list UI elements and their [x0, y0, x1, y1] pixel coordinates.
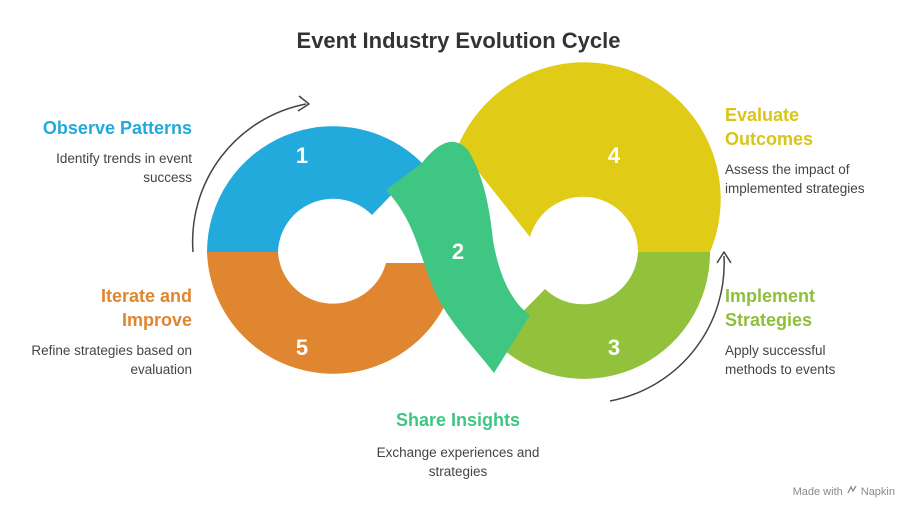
segment-3-number: 3: [608, 335, 620, 360]
step-5-description: Refine strategies based on evaluation: [31, 343, 192, 377]
step-2-label: Share Insights: [395, 410, 521, 430]
segment-1-number: 1: [296, 143, 308, 168]
step-5-label: Iterate and Improve: [100, 286, 192, 330]
step-1-label: Observe Patterns: [42, 118, 192, 138]
cycle-arrow-left: [191, 103, 307, 253]
step-4-description: Assess the impact of implemented strateg…: [725, 162, 865, 196]
diagram-title: Event Industry Evolution Cycle: [296, 28, 621, 53]
segment-1: [207, 126, 422, 252]
step-4-label: Evaluate Outcomes: [725, 105, 814, 149]
footer-text: Made with: [792, 485, 843, 498]
arrowhead-right-icon: [716, 251, 732, 264]
step-1-description: Identify trends in event success: [56, 151, 192, 185]
napkin-logo-icon: [847, 485, 857, 498]
segment-2: [386, 141, 530, 373]
step-2-description: Exchange experiences and strategies: [376, 445, 540, 479]
segment-4: [458, 62, 721, 252]
segment-3: [494, 252, 711, 379]
segment-5-number: 5: [296, 335, 308, 360]
footer-brand: Napkin: [860, 485, 895, 498]
step-3-label: Implement Strategies: [725, 286, 816, 330]
footer-credit: Made with Napkin: [793, 485, 895, 498]
segment-2-number: 2: [452, 239, 464, 264]
cycle-arrow-right: [609, 255, 725, 402]
segment-5: [207, 252, 458, 374]
arrowhead-left-icon: [297, 95, 310, 112]
segment-4-number: 4: [608, 143, 621, 168]
step-3-description: Apply successful methods to events: [725, 343, 836, 377]
